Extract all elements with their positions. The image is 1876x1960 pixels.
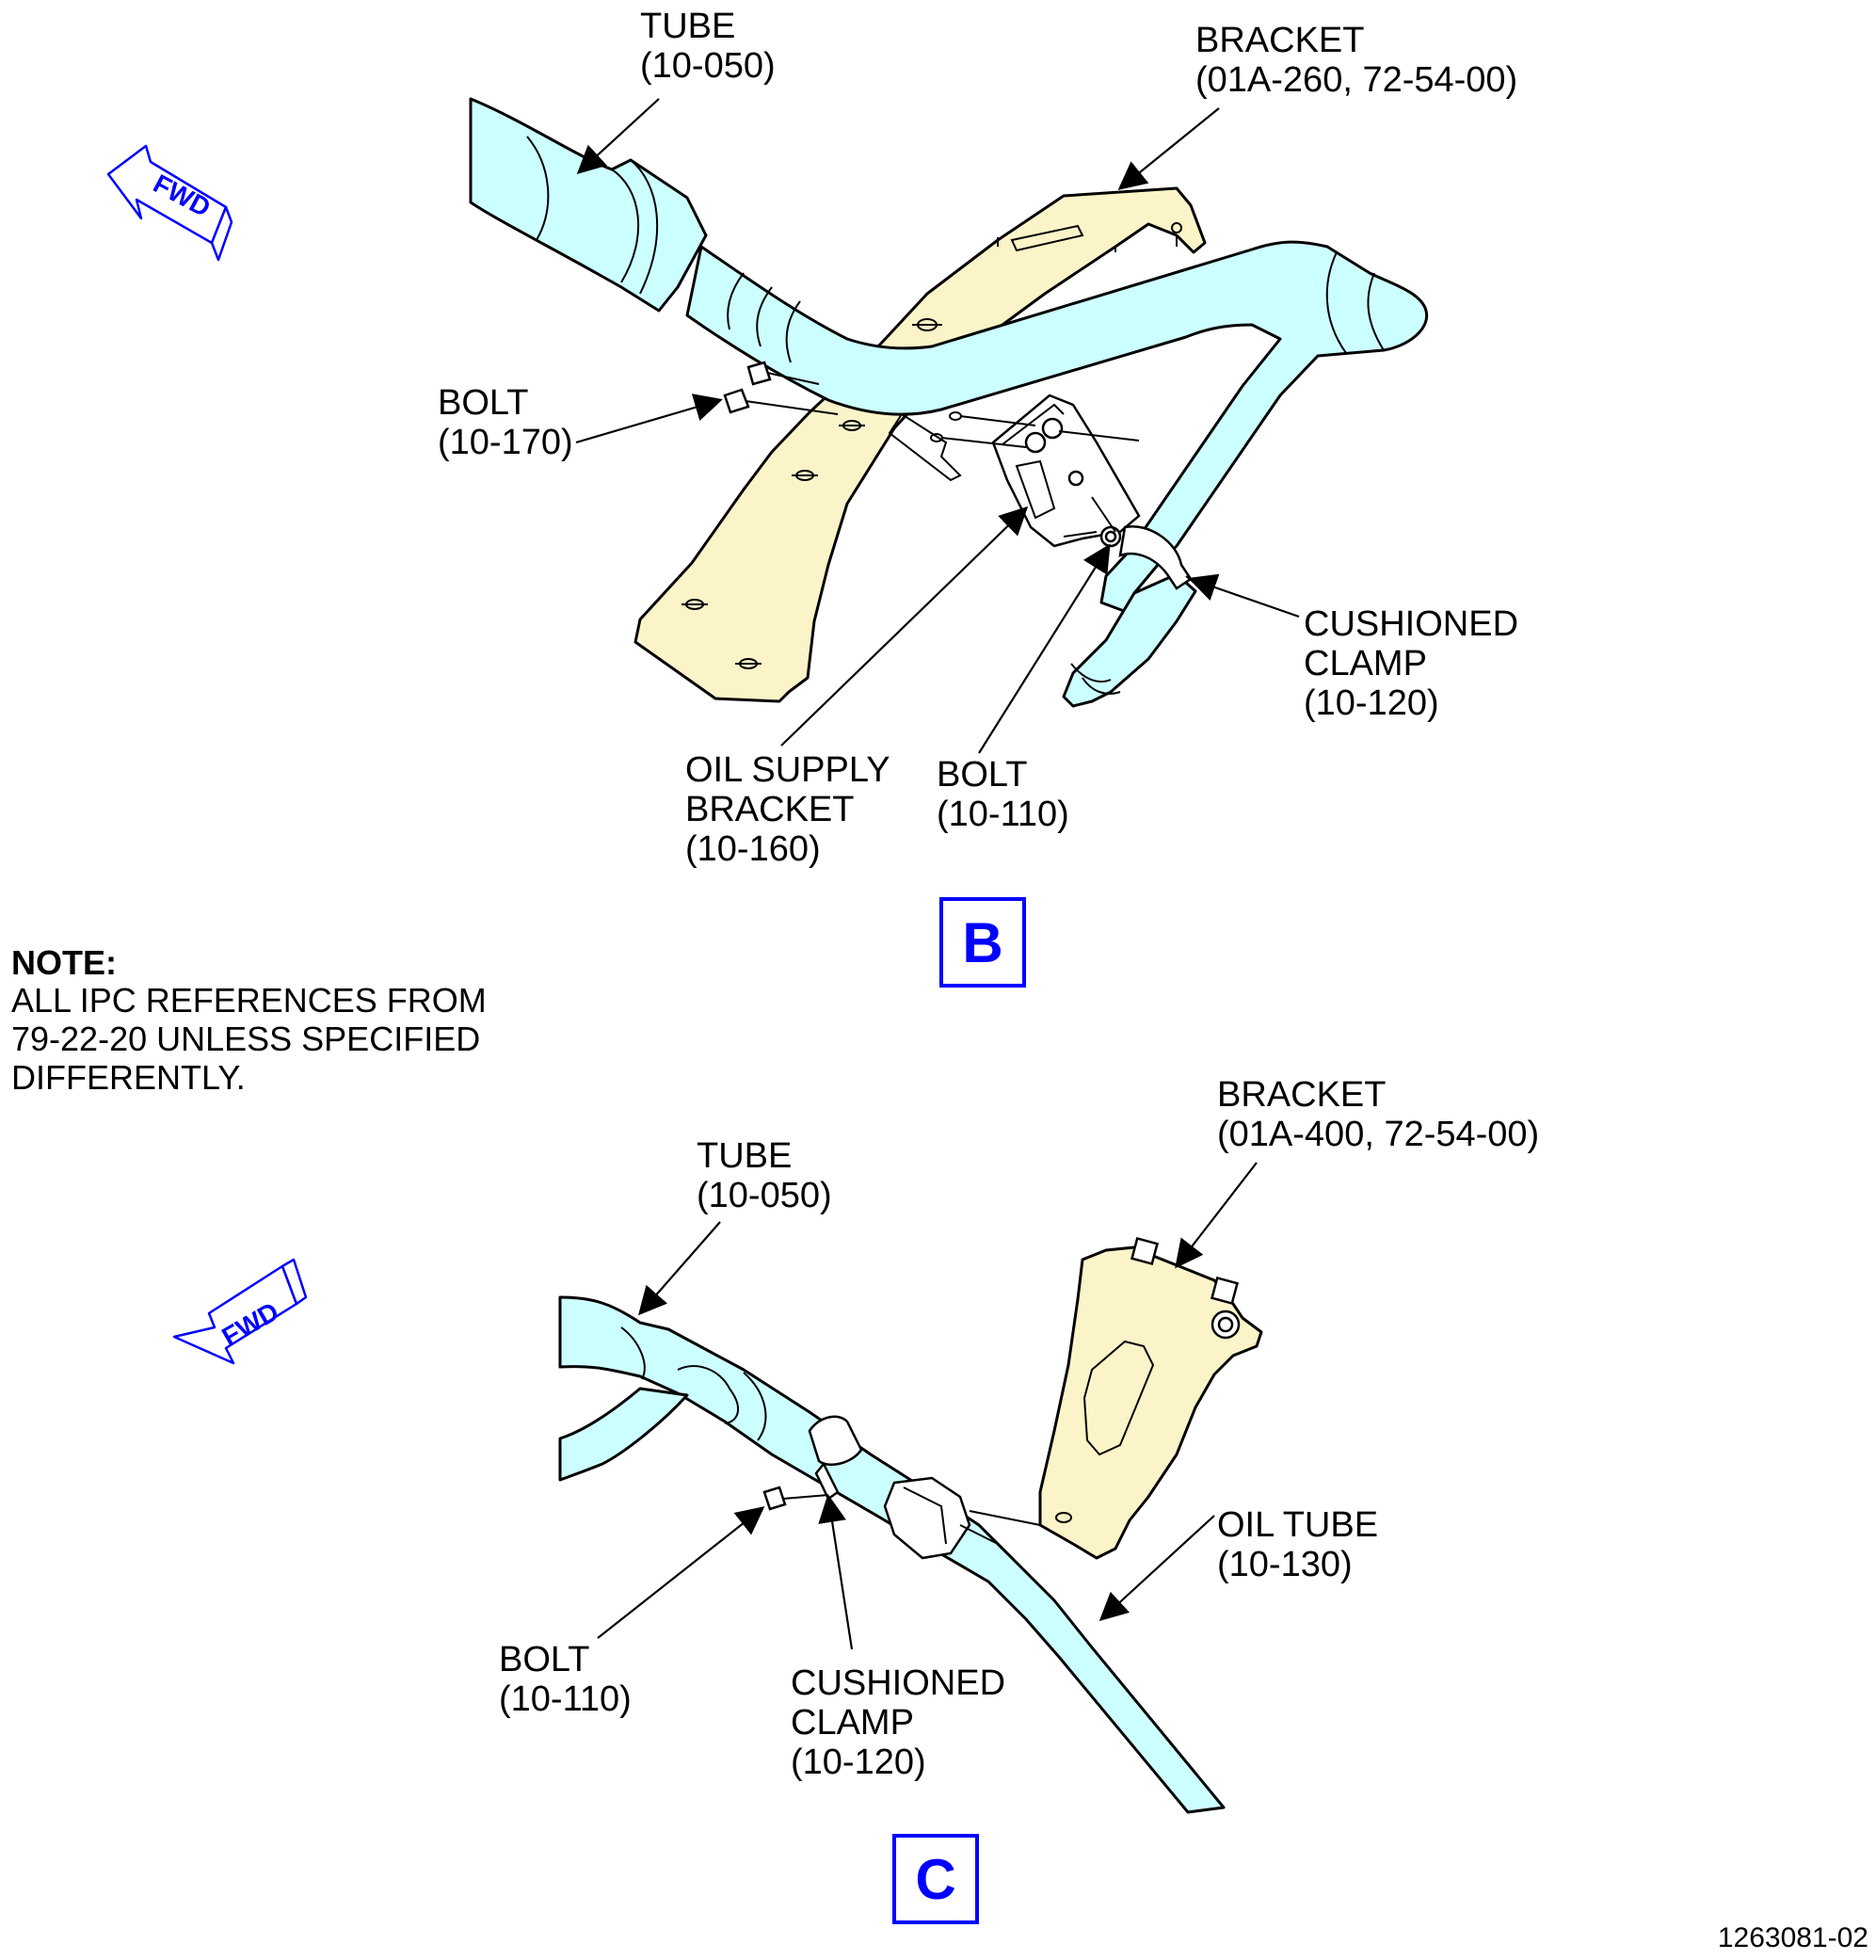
callout-bolt-10-110-c: BOLT (10-110) [499,1640,632,1719]
note-body: ALL IPC REFERENCES FROM 79-22-20 UNLESS … [11,981,496,1097]
callout-cushioned-clamp-c: CUSHIONED CLAMP (10-120) [791,1663,1016,1782]
view-c-marker: C [892,1834,979,1924]
fwd-arrow-icon: FWD [172,1258,308,1365]
callout-oil-supply-bracket: OIL SUPPLY BRACKET (10-160) [685,750,899,869]
figure-number: 1263081-02 [1718,1922,1868,1953]
oil-supply-bracket-10-160 [991,394,1141,548]
tube-10-050-c [558,1295,1226,1814]
callout-bracket-b: BRACKET (01A-260, 72-54-00) [1195,21,1517,100]
view-c-letter: C [915,1848,955,1911]
callout-cushioned-clamp-b: CUSHIONED CLAMP (10-120) [1304,604,1529,723]
tube-fitting [883,1476,971,1560]
callout-tube-b: TUBE (10-050) [640,7,776,86]
view-b-letter: B [962,911,1002,974]
note-block: NOTE: ALL IPC REFERENCES FROM 79-22-20 U… [11,943,496,1097]
bolt-10-110-c [762,1486,829,1511]
callout-bolt-10-170: BOLT (10-170) [438,383,573,462]
bracket-01a-260 [633,186,1207,703]
fwd-arrow-icon: FWD [106,144,233,262]
bracket-01a-400 [1038,1245,1263,1560]
note-title: NOTE: [11,943,117,982]
bolts-10-170 [723,361,1036,448]
view-c-diagram: FWD [172,1075,1539,1924]
tube-10-050 [469,97,708,313]
view-b-diagram: FWD [106,7,1529,988]
callout-oil-tube: OIL TUBE (10-130) [1217,1505,1388,1584]
callout-bracket-c: BRACKET (01A-400, 72-54-00) [1217,1075,1539,1154]
callout-bolt-10-110-b: BOLT (10-110) [937,755,1069,834]
view-b-marker: B [939,897,1026,988]
callout-tube-c: TUBE (10-050) [697,1136,832,1215]
